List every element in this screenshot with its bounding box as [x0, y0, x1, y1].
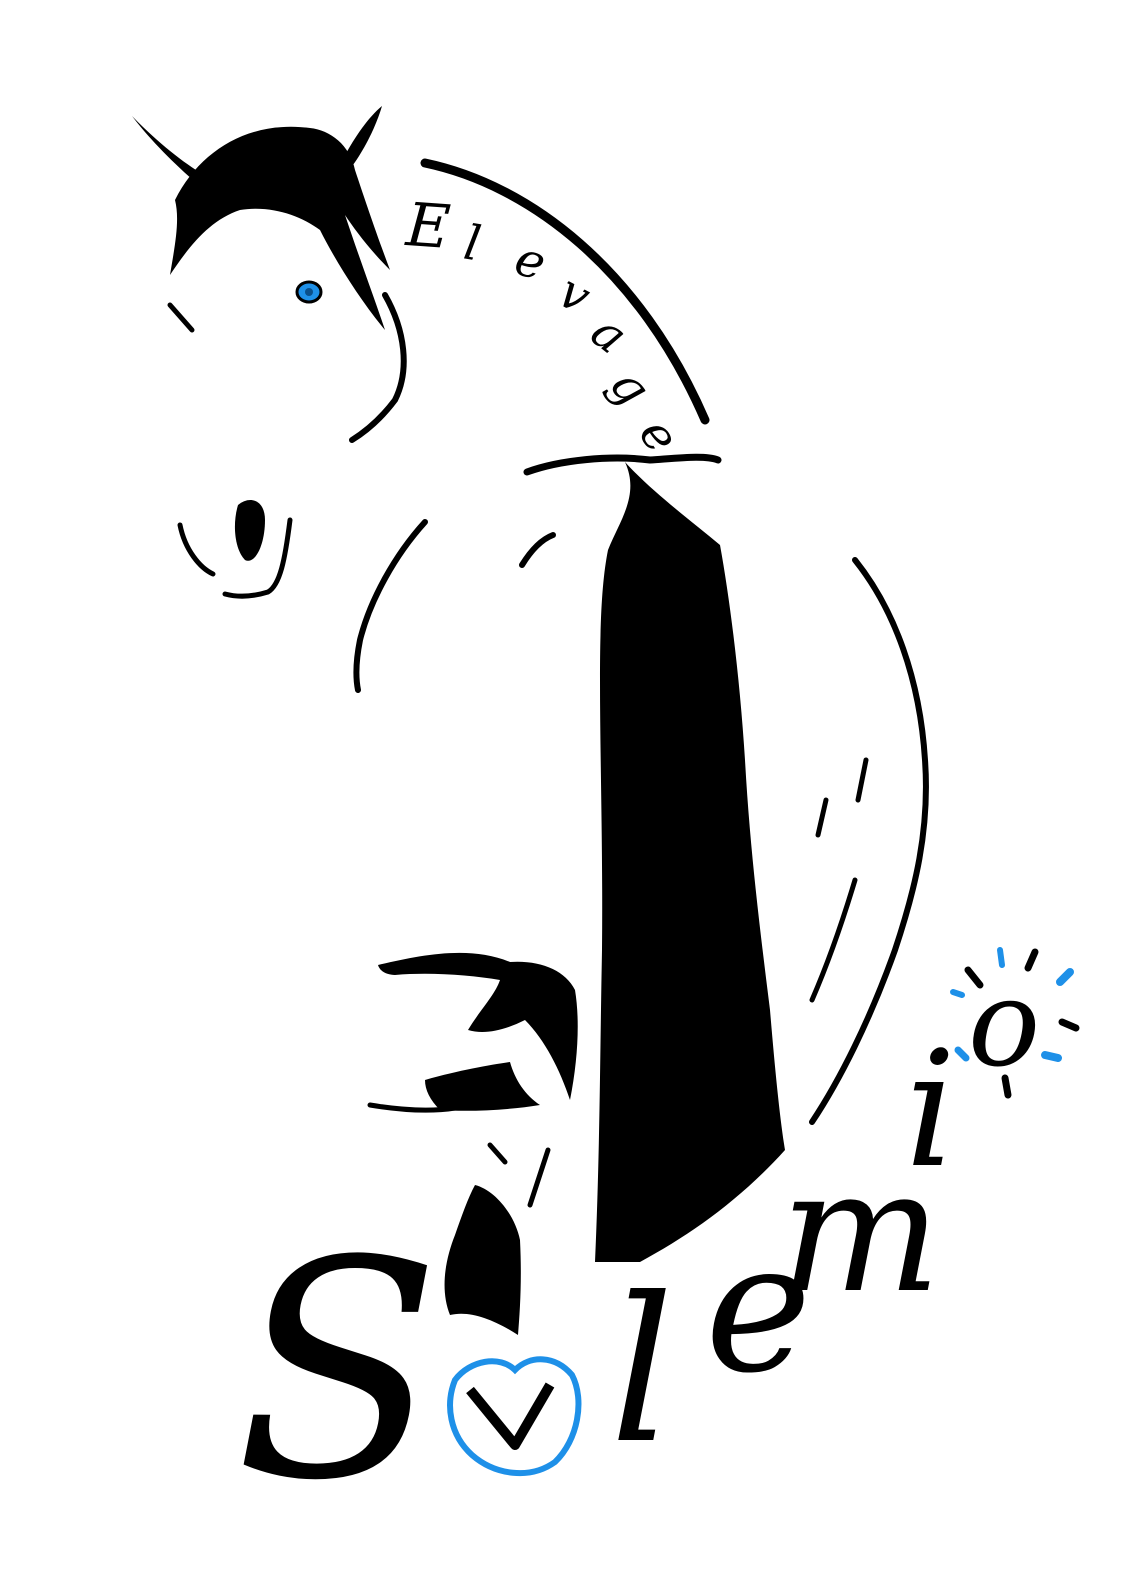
solemio-letter-e: e [705, 1204, 812, 1413]
foal-forelock [378, 952, 578, 1100]
hindquarter-curve [809, 557, 929, 1125]
sun-rays [950, 947, 1080, 1099]
foal-neck-line [527, 1147, 551, 1208]
solemio-letter-m: m [780, 1133, 941, 1331]
foal-face [425, 1062, 540, 1111]
face-line-left [167, 302, 195, 333]
mane-arc [420, 158, 710, 425]
elevage-letter-5: a [581, 303, 638, 365]
face-line-right [349, 292, 407, 443]
solemio-letter-i: i [905, 1016, 956, 1203]
muzzle-line [177, 522, 216, 577]
elevage-letter-6: g [599, 357, 662, 417]
thigh-line-1 [855, 757, 869, 803]
forelock [170, 126, 390, 330]
withers-line [523, 453, 722, 476]
solemio-letter-o: o [968, 955, 1040, 1094]
solemio-letter-l: l [610, 1255, 674, 1488]
chest-line [353, 519, 428, 693]
elevage-letter-2: l [460, 215, 485, 273]
elevage-letter-1: E [403, 190, 453, 263]
thigh-line-2 [815, 797, 829, 838]
nostril [234, 500, 265, 561]
hoof-icon [447, 1356, 582, 1477]
muzzle-chin [222, 517, 293, 599]
foal-jaw-line [367, 1102, 458, 1113]
elevage-letter-4: v [549, 263, 599, 325]
solemio-letter-S: S [235, 1197, 441, 1546]
foal-nose-line [487, 1142, 508, 1165]
foal-leg [444, 1185, 521, 1335]
left-ear [132, 116, 210, 190]
tail [595, 462, 785, 1262]
elevage-letter-3: e [508, 230, 552, 292]
shoulder-line [519, 532, 556, 568]
thigh-line-3 [809, 877, 858, 1003]
